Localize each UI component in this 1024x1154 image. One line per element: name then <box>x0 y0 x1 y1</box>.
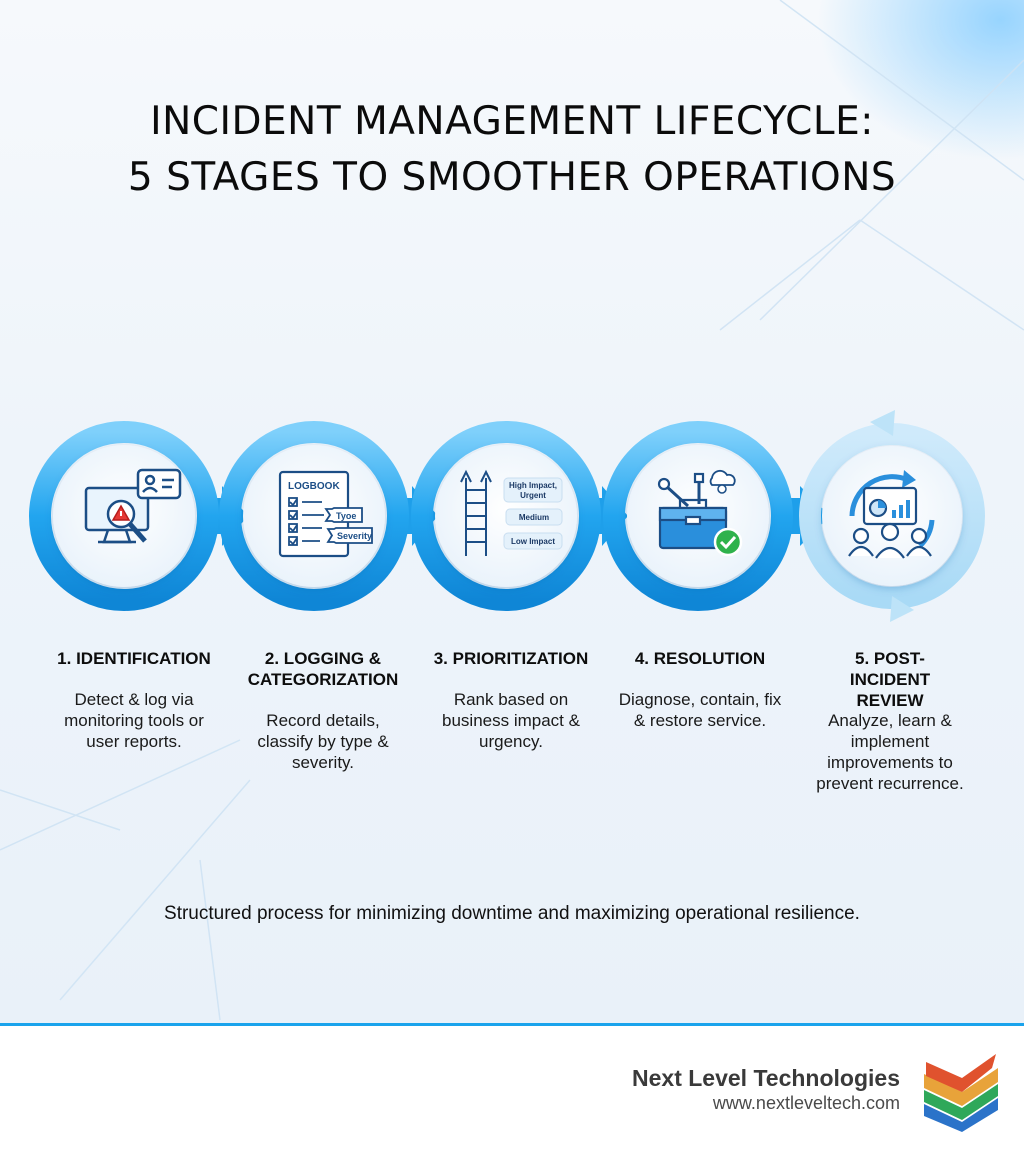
background-decor <box>0 0 1024 1021</box>
stage-1-description: Detect & log via monitoring tools or use… <box>64 690 204 751</box>
logbook-tag-severity: Severity <box>337 531 372 541</box>
brand-url[interactable]: www.nextleveltech.com <box>712 1093 900 1113</box>
stage-5-title: 5. POST-INCIDENT REVIEW <box>849 649 931 710</box>
stage-3-title: 3. PRIORITIZATION <box>433 649 589 668</box>
monitor-alert-icon <box>84 468 182 544</box>
stage-2-description: Record details, classify by type & sever… <box>257 711 389 772</box>
stage-1-title: 1. IDENTIFICATION <box>57 649 211 668</box>
footer <box>0 1026 1024 1154</box>
toolbox-check-icon <box>657 469 743 557</box>
stage-3-description: Rank based on business impact & urgency. <box>442 690 580 751</box>
footer-divider <box>0 1023 1024 1026</box>
priority-high-line2: Urgent <box>520 491 546 500</box>
brand-name: Next Level Technologies <box>632 1065 900 1091</box>
page-title: INCIDENT MANAGEMENT LIFECYCLE: 5 STAGES … <box>0 94 1024 206</box>
priority-ladder-icon: High Impact, Urgent Medium Low Impact <box>460 469 563 556</box>
stacked-chevron-logo-icon <box>924 1054 998 1132</box>
priority-medium: Medium <box>519 513 549 522</box>
team-analytics-icon <box>848 470 935 559</box>
priority-low: Low Impact <box>511 537 555 546</box>
logbook-icon: LOGBOOK Tyoe Severity <box>278 470 373 558</box>
lifecycle-flow: LOGBOOK Tyoe Severity High Impact, Urgen… <box>29 410 985 622</box>
priority-high-line1: High Impact, <box>509 481 557 490</box>
title-line-2: 5 STAGES TO SMOOTHER OPERATIONS <box>127 155 897 200</box>
brand-block: Next Level Technologies www.nextleveltec… <box>632 1064 900 1114</box>
title-line-1: INCIDENT MANAGEMENT LIFECYCLE: <box>150 99 874 144</box>
logbook-tag-type: Tyoe <box>336 511 356 521</box>
stage-5-description: Analyze, learn & implement improvements … <box>816 711 964 793</box>
logbook-header: LOGBOOK <box>288 481 340 492</box>
tagline: Structured process for minimizing downti… <box>164 903 860 924</box>
stage-4-description: Diagnose, contain, fix & restore service… <box>618 690 782 730</box>
stage-2-title: 2. LOGGING & CATEGORIZATION <box>247 649 399 689</box>
stage-4-title: 4. RESOLUTION <box>634 649 766 668</box>
